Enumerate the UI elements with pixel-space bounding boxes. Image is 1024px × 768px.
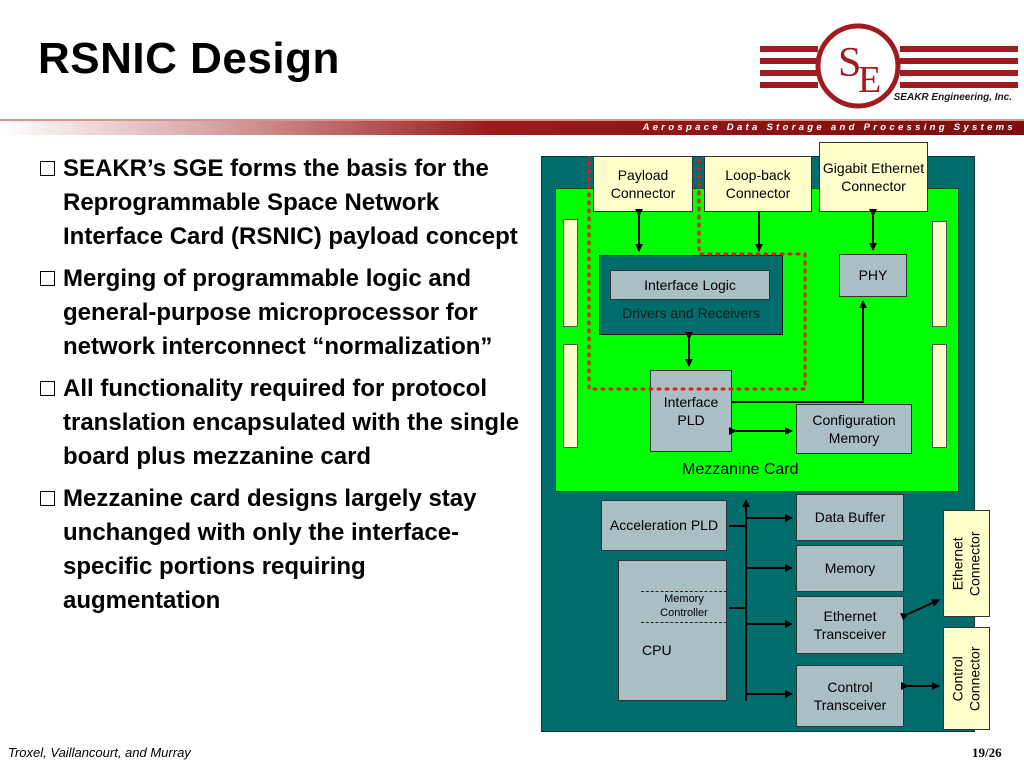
memory-controller — [641, 591, 727, 623]
slot-right-top — [932, 221, 947, 327]
control-connector: Control Connector — [943, 627, 990, 730]
interface-pld: Interface PLD — [650, 370, 732, 452]
page-number: 19/26 — [972, 745, 1002, 760]
data-buffer: Data Buffer — [796, 494, 904, 541]
bullet-text: SEAKR’s SGE forms the basis for the Repr… — [63, 155, 518, 250]
checkbox-bullet-icon — [40, 271, 55, 286]
mezzanine-card-label: Mezzanine Card — [682, 461, 799, 478]
connection-arrows — [587, 156, 940, 701]
cpu-block — [618, 560, 727, 701]
bullet-item: All functionality required for protocol … — [38, 372, 528, 474]
loopback-connector: Loop-back Connector — [704, 156, 812, 212]
bullet-item: SEAKR’s SGE forms the basis for the Repr… — [38, 152, 528, 254]
bullet-text: Merging of programmable logic and genera… — [63, 265, 493, 360]
bullet-list: SEAKR’s SGE forms the basis for the Repr… — [38, 152, 528, 626]
payload-connector: Payload Connector — [593, 156, 693, 212]
drivers-receivers-label: Drivers and Receivers — [622, 305, 760, 321]
seakr-logo: S E — [760, 18, 1020, 116]
checkbox-bullet-icon — [40, 491, 55, 506]
slot-left-bottom — [563, 344, 578, 448]
slot-right-bottom — [932, 344, 947, 448]
gigabit-ethernet-connector: Gigabit Ethernet Connector — [819, 142, 928, 212]
control-transceiver: Control Transceiver — [796, 665, 904, 727]
configuration-memory: Configuration Memory — [796, 404, 912, 454]
slot-left-top — [563, 219, 578, 327]
cpu-label: CPU — [642, 642, 672, 658]
rsnic-block-diagram: Interface Logic Drivers and Receivers PH… — [541, 142, 990, 732]
interface-logic: Interface Logic — [610, 270, 770, 300]
slide-title: RSNIC Design — [38, 34, 340, 83]
logo-letter-e: E — [858, 59, 881, 101]
bullet-item: Mezzanine card designs largely stay unch… — [38, 482, 528, 618]
bullet-item: Merging of programmable logic and genera… — [38, 262, 528, 364]
tagline-band: Aerospace Data Storage and Processing Sy… — [0, 119, 1024, 135]
bullet-text: Mezzanine card designs largely stay unch… — [63, 485, 477, 614]
footer-authors: Troxel, Vaillancourt, and Murray — [8, 745, 191, 760]
tagline: Aerospace Data Storage and Processing Sy… — [642, 122, 1016, 133]
memory-controller-label: Memory Controller — [660, 593, 708, 619]
logo-company-name: SEAKR Engineering, Inc. — [893, 92, 1012, 103]
checkbox-bullet-icon — [40, 381, 55, 396]
phy-block: PHY — [839, 254, 907, 297]
checkbox-bullet-icon — [40, 161, 55, 176]
memory-block: Memory — [796, 545, 904, 592]
acceleration-pld: Acceleration PLD — [601, 500, 727, 551]
bullet-text: All functionality required for protocol … — [63, 375, 520, 470]
ethernet-connector: Ethernet Connector — [943, 510, 990, 617]
ethernet-transceiver: Ethernet Transceiver — [796, 596, 904, 654]
logo-letter-s: S — [838, 40, 861, 86]
